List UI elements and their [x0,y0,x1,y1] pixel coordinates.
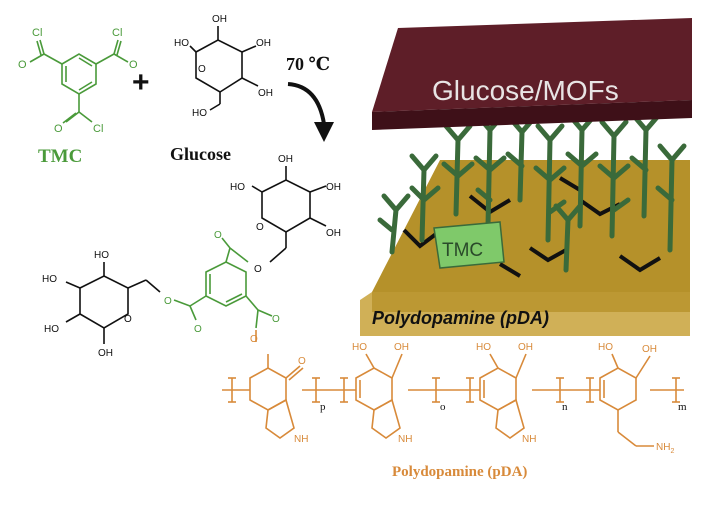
pg1-o-link: O [254,264,262,275]
pg2-ho-2: HO [94,250,109,261]
pg2-o-ring: O [124,314,132,325]
pg1-oh-3: OH [326,228,341,239]
pt-o-2: O [164,296,172,307]
glc-ho-1: HO [174,38,189,49]
mof-plate-edge [372,100,692,130]
crosslinks [402,176,662,278]
plus-sign: + [132,66,150,99]
reaction-temperature: 70 ℃ [286,54,330,74]
pda-atom-labels: O NH HO OH NH HO OH NH HO OH NH2 [294,342,674,455]
pda-subscripts: p o n m [320,401,687,413]
pda-nh-1: NH [294,434,308,445]
tmc-o-1: O [18,59,27,71]
pg1-oh-2: OH [326,182,341,193]
tmc-tag [433,221,505,269]
tmc-atom-labels: Cl O Cl O O Cl [18,27,138,135]
pda-ho-2: HO [352,342,367,353]
glucose-name: Glucose [170,144,231,164]
mof-plate-top [372,18,692,112]
tmc-cl-3: Cl [93,123,103,135]
pda-oh-2: OH [394,342,409,353]
pda-nh-3: NH [522,434,536,445]
pda-o-quinone: O [298,356,306,367]
pg1-oh-1: OH [278,154,293,165]
pg2-ho-3: HO [44,324,59,335]
pda-plate-top [372,160,690,292]
pda-chain [222,353,684,447]
tmc-molecule [29,39,129,124]
pda-oh-4: OH [642,344,657,355]
sub-n: n [562,401,568,413]
glc-oh-3: OH [258,88,273,99]
sub-p: p [320,401,326,413]
pda-plate-label: Polydopamine (pDA) [372,308,549,328]
sub-m: m [678,401,687,413]
glc-oh-2: OH [256,38,271,49]
sub-o: o [440,401,446,413]
reaction-arrow [287,82,326,125]
tmc-o-2: O [129,59,138,71]
pg1-o-ring: O [256,222,264,233]
product-tmc-core [173,237,273,329]
glc-ho-2: HO [192,108,207,119]
pt-o-5: O [250,334,258,345]
glucose-atom-labels: HO OH OH OH O HO [174,14,273,119]
pda-caption: Polydopamine (pDA) [392,464,527,480]
reaction-arrowhead [314,122,334,142]
pg2-ho-1: HO [42,274,57,285]
glc-o-ring: O [198,64,206,75]
pt-o-4: O [272,314,280,325]
membrane-3d-scheme: Polydopamine (pDA) TMC [360,18,692,336]
glc-oh-1: OH [212,14,227,25]
product-tmc-labels: O O O O [164,230,280,335]
product-glucose-right [251,166,327,263]
product-glucose-left [65,262,161,344]
pda-plate-front [360,292,690,336]
glucose-molecule [189,26,259,111]
product-glucose-right-labels: HO OH OH OH O O [230,154,341,275]
pt-o-3: O [194,324,202,335]
tmc-name: TMC [38,146,82,167]
pt-o-1: O [214,230,222,241]
pg2-oh: OH [98,348,113,359]
mof-plate-label: Glucose/MOFs [432,75,619,106]
pda-nh-2: NH [398,434,412,445]
pda-ho-4: HO [598,342,613,353]
pda-nh2: NH2 [656,442,674,455]
tmc-o-3: O [54,123,63,135]
pda-ho-3: HO [476,342,491,353]
pda-oh-3: OH [518,342,533,353]
tmc-cl-1: Cl [32,27,42,39]
tmc-cl-2: Cl [112,27,122,39]
product-glucose-left-labels: HO HO HO OH O [42,250,132,359]
tmc-tag-label: TMC [442,240,483,261]
pg1-ho: HO [230,182,245,193]
